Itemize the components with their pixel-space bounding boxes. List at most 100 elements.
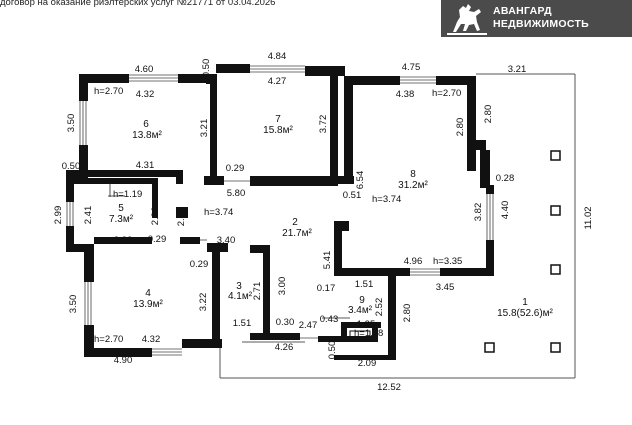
wall [79,74,129,83]
room-number: 7 [275,114,281,125]
wall [338,176,354,184]
wall [74,178,158,184]
dimension-label: 3.50 [66,114,77,133]
room-number: 1 [522,297,528,308]
wall [84,325,94,357]
dimension-label: 0.50 [62,161,81,172]
logo-line-2: НЕДВИЖИМОСТЬ [493,18,590,30]
wall [305,66,345,76]
dimension-label: 4.84 [268,51,287,62]
dimension-label: 0.29 [190,259,209,270]
wall [84,244,94,282]
dimension-label: 0.29 [148,234,167,245]
dimension-label: 0.17 [317,283,336,294]
room-number: 5 [118,203,124,214]
dimension-label: 0.29 [226,163,245,174]
wall [212,243,220,343]
dimension-label: 3.50 [68,295,79,314]
wall [372,322,378,342]
wall [182,339,222,348]
wall [467,140,486,150]
dimension-label: 4.31 [136,160,155,171]
wall [486,185,494,194]
dimension-label: 12.52 [377,382,401,393]
room-area: 31.2м² [398,180,428,191]
height-label: h=2.70 [432,88,461,99]
wall [176,170,183,184]
dimension-label: 0.30 [276,317,295,328]
wall [318,336,378,342]
wall [388,268,396,356]
contract-header: договор на оказание риэлтерских услуг №2… [0,0,276,8]
horse-rider-icon [447,4,487,35]
wall [250,176,338,186]
column [550,150,561,161]
dimension-label: 1.51 [233,318,252,329]
dimension-label: 3.40 [217,235,236,246]
dimension-label: 0.28 [496,173,515,184]
wall [396,268,410,276]
wall [66,244,94,252]
dimension-label: 4.90 [114,355,133,366]
room-area: 4.1м² [228,291,253,302]
wall [216,64,250,73]
column [550,342,561,353]
windows [66,65,494,356]
wall [341,322,347,342]
toilet [349,330,371,341]
wall [210,74,217,184]
wall [467,160,475,171]
wall [250,245,270,253]
dimension-label: 4.27 [268,76,287,87]
dimension-label: 11.02 [583,206,594,229]
dimension-label: 2.71 [252,282,263,301]
dimension-label: 1.51 [355,279,374,290]
wall [152,178,158,218]
terrace-outline [219,73,576,379]
wall [341,322,381,328]
wall [204,176,224,185]
wall [178,74,216,83]
wall [176,207,188,218]
room-number: 9 [359,295,365,306]
dimension-label: 6.54 [355,171,366,190]
dimension-label: 4.32 [142,334,161,345]
room-area: 3.4м² [348,305,373,316]
wall [486,240,494,275]
walls [66,64,494,360]
dimension-label: 3.22 [114,235,133,246]
column [484,342,495,353]
column [550,264,561,275]
height-label: h=3.74 [372,194,401,205]
dimension-label: 4.26 [275,342,294,353]
column [550,205,561,216]
dimension-label: 2.09 [358,358,377,369]
height-label: h=1.19 [113,189,142,200]
dimension-label: 3.82 [473,203,484,222]
dimension-label: 2.41 [83,206,94,225]
room-number: 8 [410,169,416,180]
dimension-label: 3.21 [508,64,527,75]
dimension-label: 2.52 [374,298,385,317]
dimension-label: 2.80 [483,105,494,124]
wall [440,268,494,276]
dimension-label: 3.22 [198,293,209,312]
wall [66,170,88,178]
height-label: h=3.35 [433,256,462,267]
room-area: 7.3м² [109,214,134,225]
dimension-label: 4.40 [500,201,511,220]
dimension-label: 3.00 [277,277,288,296]
wall [66,170,74,202]
room-number: 2 [292,217,298,228]
room-number: 6 [143,119,149,130]
dimension-label: 3.45 [436,282,455,293]
dimension-label: 4.75 [402,62,421,73]
room-number: 4 [145,288,151,299]
dimension-label: 2.41 [176,208,187,227]
dimension-label: 4.60 [135,64,154,75]
company-logo: АВАНГАРД НЕДВИЖИМОСТЬ [441,0,632,37]
wall [66,226,74,252]
wall [334,355,396,360]
dimension-label: 3.21 [199,119,210,138]
